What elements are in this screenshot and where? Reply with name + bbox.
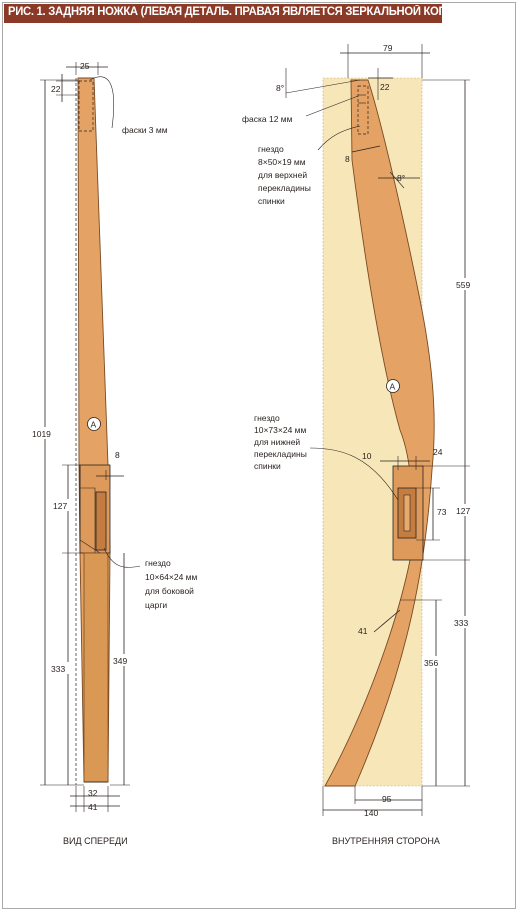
inside-mortise-inner bbox=[403, 494, 411, 532]
dim-label-bg bbox=[31, 427, 57, 439]
dim-inside-lower-mortise-depth: 24 bbox=[433, 447, 443, 457]
dim-line-8-inside bbox=[351, 145, 381, 153]
front-top-chamfer-zone bbox=[78, 80, 94, 132]
dim-label-bg bbox=[52, 499, 72, 511]
figure-title: РИС. 1. ЗАДНЯЯ НОЖКА (ЛЕВАЯ ДЕТАЛЬ. ПРАВ… bbox=[8, 6, 476, 18]
inside-top-slot bbox=[357, 85, 369, 135]
dim-front-mortise-offset: 8 bbox=[115, 450, 120, 460]
dim-front-overall-height: 1019 bbox=[32, 429, 51, 439]
dim-label-bg bbox=[454, 278, 478, 290]
front-mortise-note-3: для боковой bbox=[145, 586, 194, 596]
dim-inside-lower-mortise-height: 73 bbox=[437, 507, 447, 517]
dim-inside-angle-top: 8° bbox=[276, 83, 284, 93]
inside-upper-mortise-3: для верхней bbox=[258, 170, 307, 180]
inside-angle-mid-ref bbox=[389, 171, 405, 189]
dim-label-bg bbox=[422, 656, 446, 668]
front-mortise-inner bbox=[80, 487, 96, 553]
dim-front-blank-width: 41 bbox=[88, 802, 98, 812]
front-view: 25 22 фаски 3 мм 1019 127 8 bbox=[31, 61, 197, 846]
dim-front-lower-right: 349 bbox=[113, 656, 127, 666]
front-side-rail-mortise bbox=[95, 491, 107, 551]
front-mortise-note-1: гнездо bbox=[145, 558, 171, 568]
inside-lower-mortise-leader bbox=[309, 447, 399, 501]
inside-upper-mortise-5: спинки bbox=[258, 196, 285, 206]
inside-lower-mortise-1: гнездо bbox=[254, 413, 280, 423]
dim-front-lower-left: 333 bbox=[51, 664, 65, 674]
front-view-caption: ВИД СПЕРЕДИ bbox=[63, 836, 128, 846]
inside-chamfer-note: фаска 12 мм bbox=[242, 114, 293, 124]
dim-inside-bottom-height: 356 bbox=[424, 658, 438, 668]
dim-inside-top-inset: 22 bbox=[380, 82, 390, 92]
inside-lower-mortise-5: спинки bbox=[254, 461, 281, 471]
dim-front-mortise-height: 127 bbox=[53, 501, 67, 511]
front-part-marker bbox=[87, 417, 101, 431]
front-chamfer-leader bbox=[89, 76, 115, 129]
dim-inside-rail-zone: 127 bbox=[456, 506, 470, 516]
inside-lower-mortise-2: 10×73×24 мм bbox=[254, 425, 306, 435]
inside-upper-mortise-2: 8×50×19 мм bbox=[258, 157, 306, 167]
dim-inside-bottom-width: 95 bbox=[382, 794, 392, 804]
dim-inside-lower-height: 333 bbox=[454, 618, 468, 628]
front-mortise-note-2: 10×64×24 мм bbox=[145, 572, 197, 582]
dim-label-bg bbox=[50, 662, 74, 674]
dim-inside-angle-mid: 8° bbox=[397, 173, 405, 183]
front-leg-lower bbox=[83, 552, 109, 783]
front-mortise-note-4: царги bbox=[145, 600, 167, 610]
inside-view: 79 8° 22 фаска 12 мм гнездо 8×50×19 мм д… bbox=[242, 43, 478, 846]
front-part-label: A bbox=[91, 420, 97, 430]
dim-line-41-inside bbox=[373, 609, 401, 633]
inside-part-marker bbox=[386, 379, 400, 393]
inside-chamfer-leader bbox=[305, 95, 359, 117]
dim-label-bg bbox=[452, 616, 476, 628]
inside-lower-mortise-3: для нижней bbox=[254, 437, 300, 447]
inside-upper-mortise-4: перекладины bbox=[258, 183, 311, 193]
inside-upper-mortise-1: гнездо bbox=[258, 144, 284, 154]
inside-leg-body bbox=[324, 79, 435, 787]
dim-front-bottom-width: 32 bbox=[88, 788, 98, 798]
dim-inside-top-width: 79 bbox=[383, 43, 393, 53]
inside-angle-ref bbox=[285, 79, 361, 94]
dim-inside-lower-mortise-offset: 10 bbox=[362, 451, 372, 461]
title-bar bbox=[4, 4, 442, 23]
dim-inside-blank-width: 140 bbox=[364, 808, 378, 818]
dim-inside-slot-offset: 8 bbox=[345, 154, 350, 164]
dim-front-top-width: 25 bbox=[80, 61, 90, 71]
dim-front-top-chamfer: 22 bbox=[51, 84, 61, 94]
inside-lower-mortise-4: перекладины bbox=[254, 449, 307, 459]
dim-label-bg bbox=[454, 504, 478, 516]
inside-part-label: A bbox=[390, 382, 396, 392]
front-chamfer-note: фаски 3 мм bbox=[122, 125, 168, 135]
front-mortise-edge bbox=[79, 465, 101, 554]
dim-inside-inner-curve: 41 bbox=[358, 626, 368, 636]
inside-view-caption: ВНУТРЕННЯЯ СТОРОНА bbox=[332, 836, 440, 846]
dim-inside-upper-height: 559 bbox=[456, 280, 470, 290]
dim-label-bg bbox=[112, 654, 136, 666]
inside-upper-mortise-leader bbox=[317, 125, 361, 151]
front-mortise-leader bbox=[103, 547, 141, 568]
